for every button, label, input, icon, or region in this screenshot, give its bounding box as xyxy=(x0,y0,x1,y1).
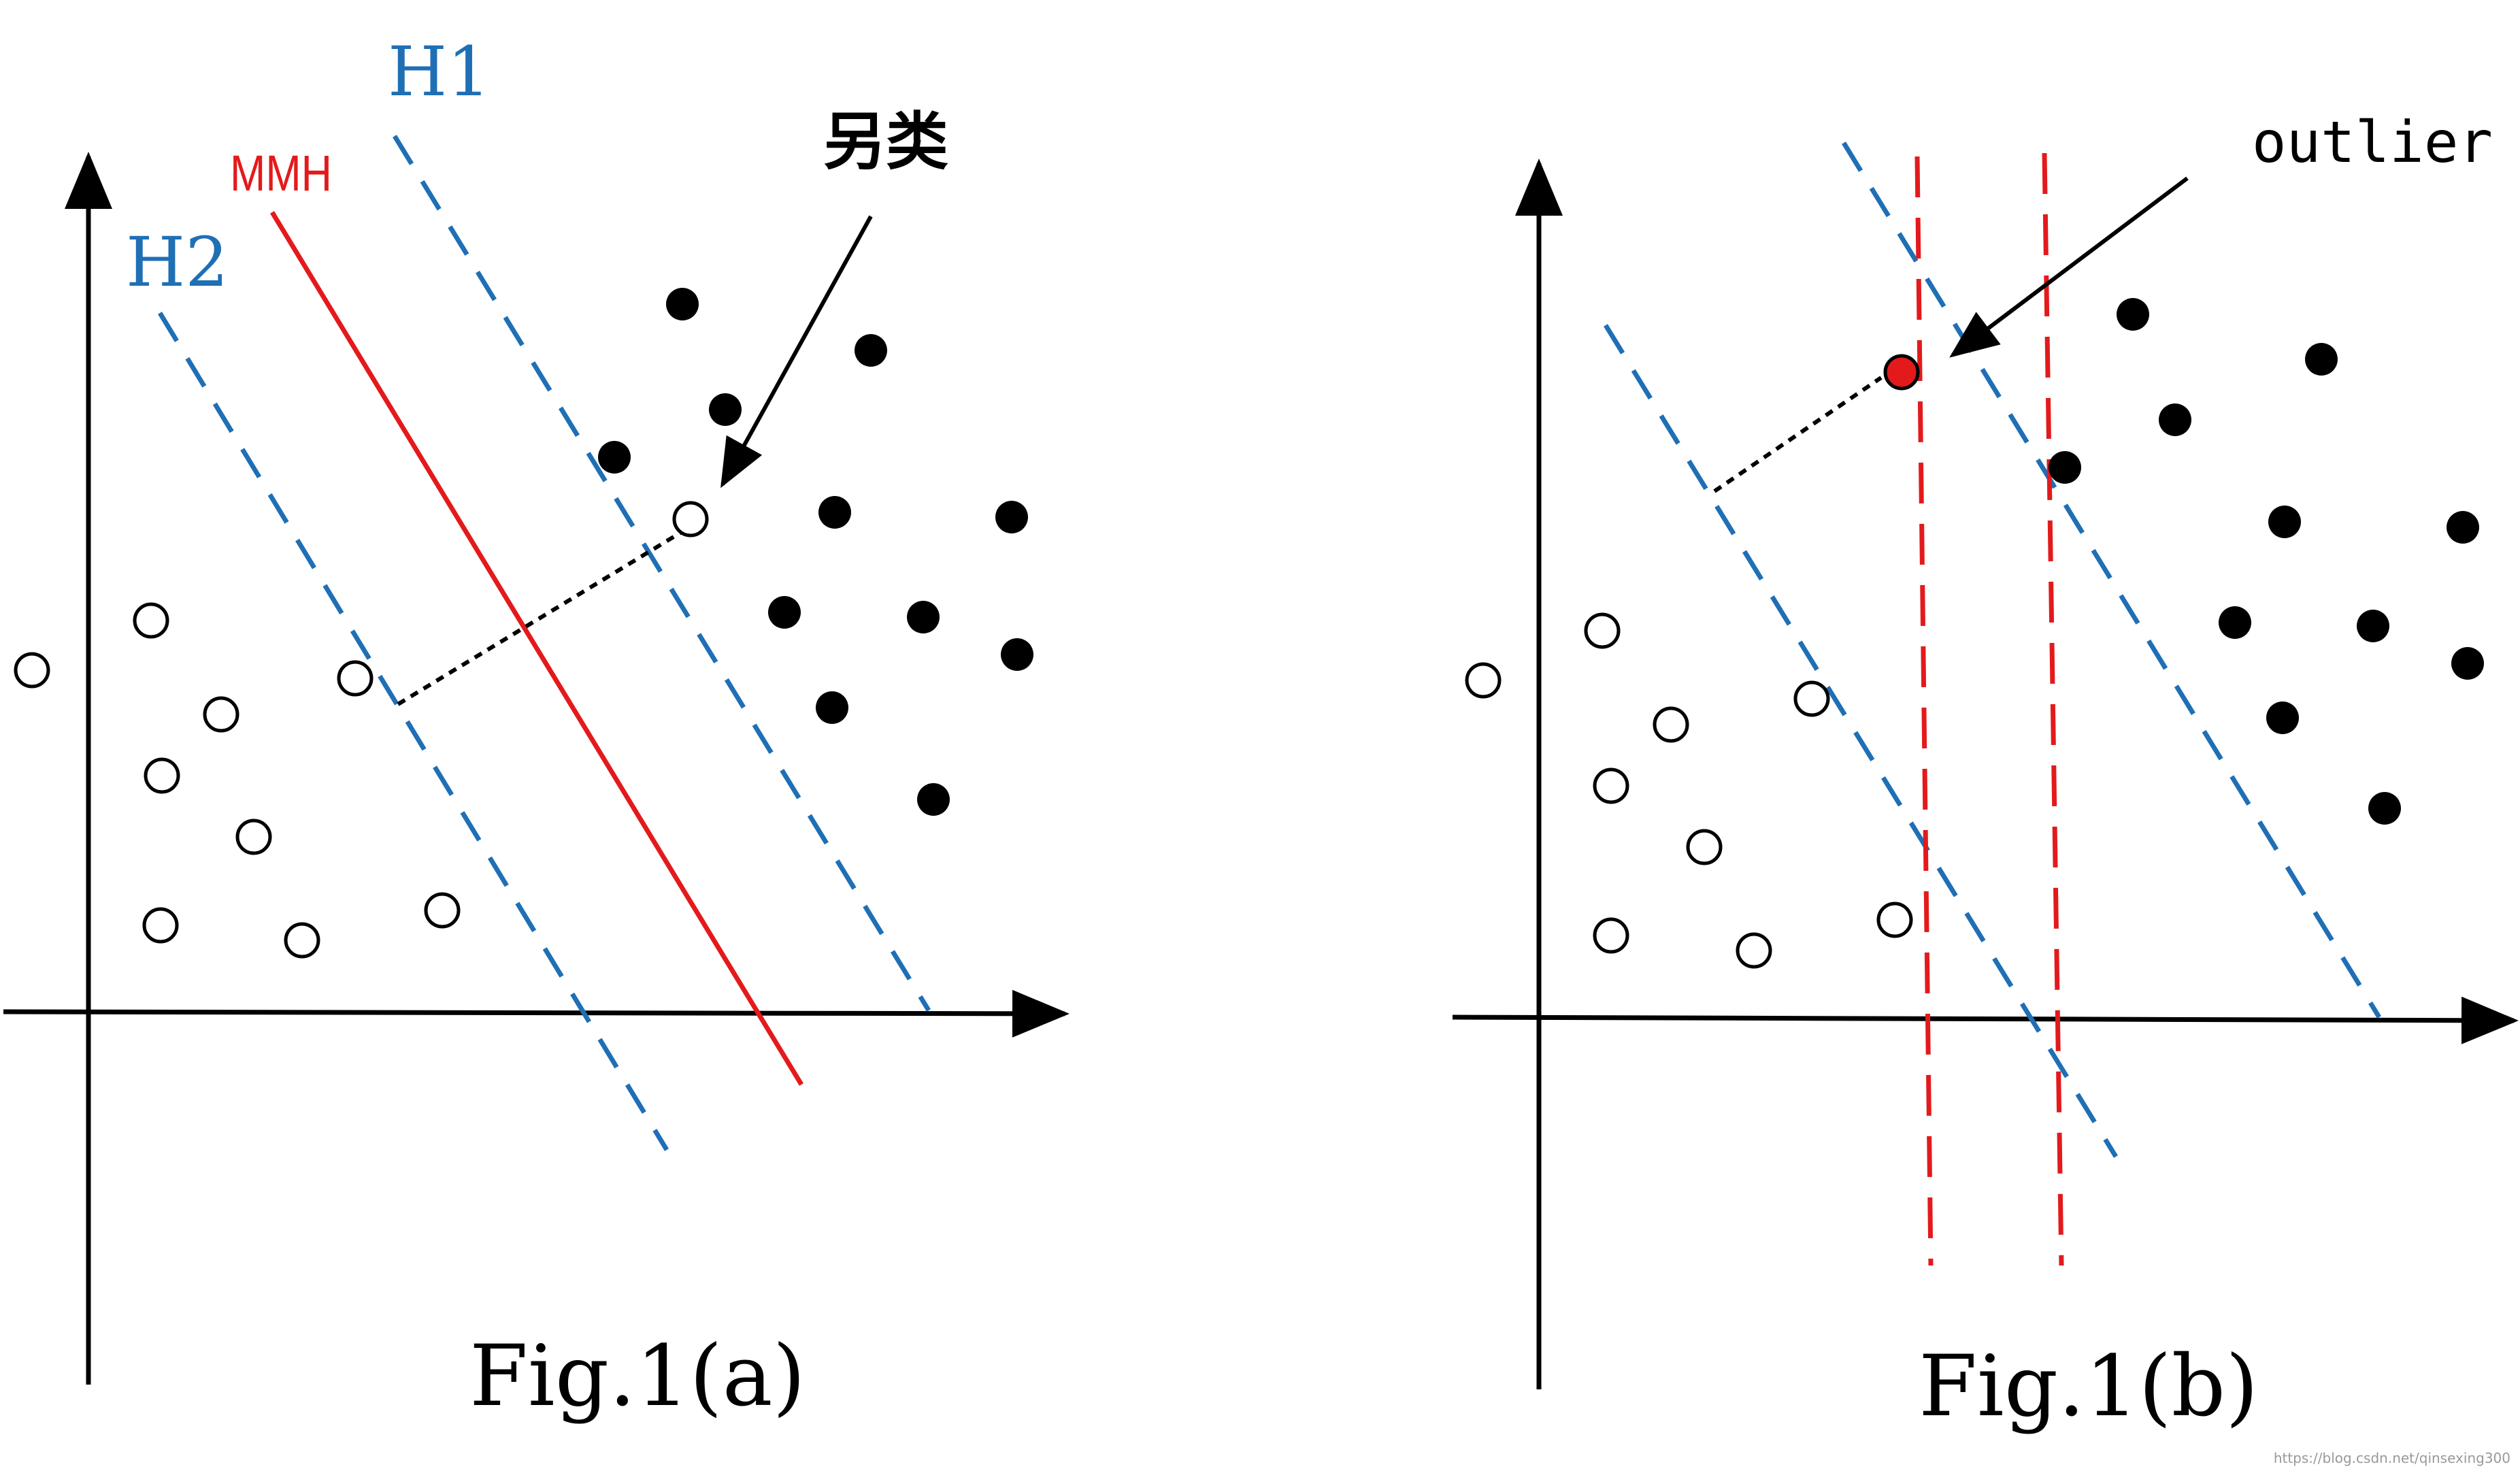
open-point xyxy=(1686,829,1723,865)
panel-a-open-points xyxy=(14,501,709,959)
open-point xyxy=(235,819,272,855)
panel-a-h1-line xyxy=(393,135,931,1012)
filled-point xyxy=(818,496,851,529)
panel-b-filled-points xyxy=(2049,298,2484,825)
panel-a-h2-label: H2 xyxy=(126,222,229,302)
panel-b-red-dashed-line-right xyxy=(2042,152,2064,1266)
filled-point xyxy=(768,596,801,629)
open-point xyxy=(1584,612,1621,649)
filled-point xyxy=(907,601,940,633)
filled-point xyxy=(2368,792,2401,825)
filled-point xyxy=(2357,610,2389,642)
filled-point xyxy=(1001,638,1033,671)
open-point xyxy=(203,696,239,733)
filled-point xyxy=(2451,647,2484,680)
open-point-odd xyxy=(672,501,709,538)
open-point xyxy=(144,757,180,794)
watermark: https://blog.csdn.net/qinsexing300 xyxy=(2274,1450,2510,1466)
filled-point xyxy=(709,393,742,426)
open-point xyxy=(1593,917,1629,954)
panel-a-distance-connector xyxy=(397,529,685,706)
panel-a-filled-points xyxy=(598,288,1033,816)
panel-a: H1 H2 MMH 另类 Fig.1(a) xyxy=(3,32,1070,1425)
open-point xyxy=(337,660,374,697)
panel-b-distance-connector xyxy=(1713,376,1883,493)
filled-point xyxy=(2305,343,2338,376)
panel-a-h2-line xyxy=(158,312,669,1151)
open-point xyxy=(14,652,50,689)
panel-b-upper-margin-line xyxy=(1842,142,2381,1019)
panel-a-mmh-label: MMH xyxy=(230,145,332,201)
open-point xyxy=(284,922,320,959)
open-point xyxy=(133,602,169,639)
open-point xyxy=(1465,662,1502,699)
panel-b-x-axis xyxy=(1452,996,2519,1044)
open-point xyxy=(1793,680,1830,717)
filled-point xyxy=(2266,701,2299,734)
panel-b-caption: Fig.1(b) xyxy=(1919,1338,2259,1436)
panel-b-open-points xyxy=(1465,612,1913,969)
panel-a-annotation-arrow xyxy=(720,215,873,489)
panel-a-h1-label: H1 xyxy=(388,32,491,112)
filled-point xyxy=(855,334,887,367)
panel-b: outlier Fig.1(b) xyxy=(1452,109,2519,1436)
open-point xyxy=(1736,932,1772,969)
panel-b-red-dashed-line-left xyxy=(1914,156,1934,1266)
panel-a-caption: Fig.1(a) xyxy=(469,1327,806,1425)
filled-point xyxy=(2268,506,2301,538)
open-point xyxy=(424,892,461,929)
filled-point xyxy=(2117,298,2149,331)
open-point xyxy=(1876,902,1913,938)
panel-b-outlier-point xyxy=(1883,354,1920,391)
filled-point xyxy=(2447,511,2479,544)
open-point xyxy=(1653,706,1689,743)
filled-point xyxy=(2219,606,2251,639)
open-point xyxy=(1593,767,1629,804)
filled-point xyxy=(917,783,950,816)
open-point xyxy=(142,907,179,944)
filled-point xyxy=(598,441,631,474)
panel-b-annotation-arrow xyxy=(1949,176,2189,358)
filled-point xyxy=(666,288,699,320)
filled-point xyxy=(816,691,848,724)
panel-a-mmh-line xyxy=(270,211,803,1086)
filled-point xyxy=(2049,451,2081,484)
panel-b-annotation-label: outlier xyxy=(2252,109,2493,176)
filled-point xyxy=(2159,403,2191,436)
filled-point xyxy=(995,501,1028,533)
panel-a-x-axis xyxy=(3,989,1070,1038)
panel-a-annotation-label: 另类 xyxy=(823,105,948,178)
panel-b-lower-margin-line xyxy=(1604,324,2118,1158)
